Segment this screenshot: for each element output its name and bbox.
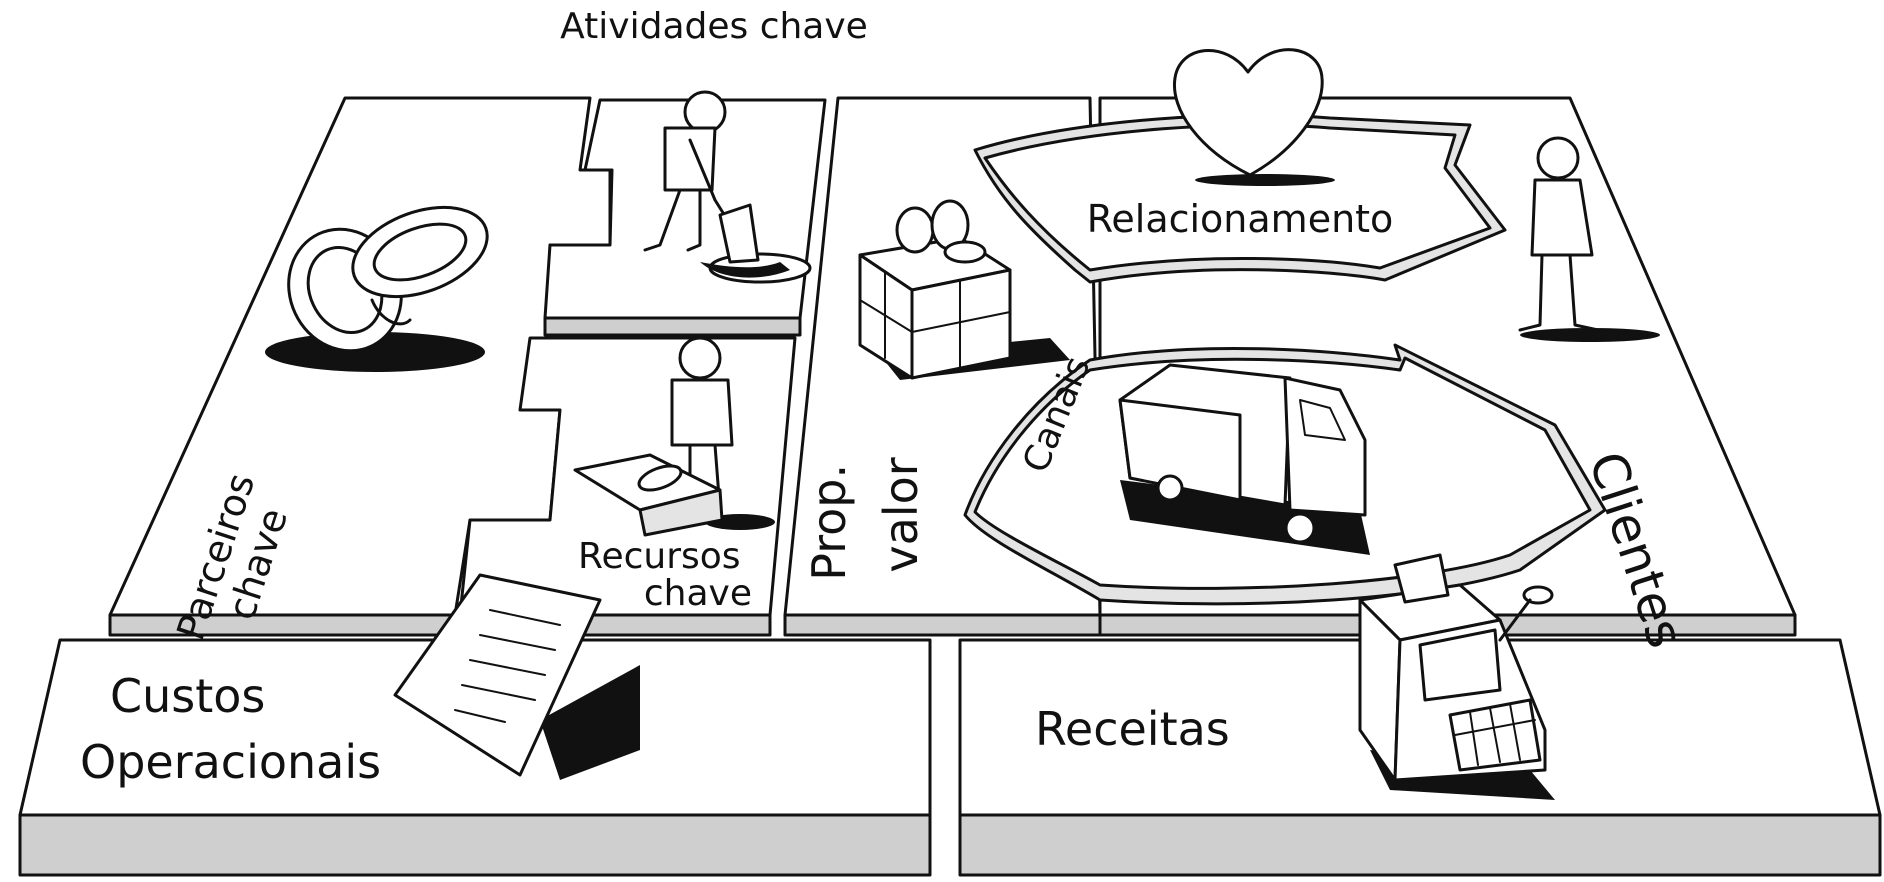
key-resources-label: Recursos chave <box>578 536 752 614</box>
value-proposition-label: Prop. valor <box>802 449 928 580</box>
person-with-package-icon <box>573 336 775 537</box>
gift-box-icon <box>858 199 1070 380</box>
interlocked-rings-icon <box>265 205 489 372</box>
standing-person-icon <box>1518 136 1660 342</box>
cash-register-icon <box>1358 553 1555 800</box>
relationship-arrow <box>973 113 1507 284</box>
heart-icon <box>1172 48 1335 186</box>
value-proposition-line1: Prop. <box>802 464 856 581</box>
document-icon <box>393 573 640 780</box>
key-activities-label: Atividades chave <box>560 6 868 47</box>
revenue-label: Receitas <box>1035 702 1230 756</box>
key-resources-line1: Recursos <box>578 536 741 577</box>
costs-line1: Custos <box>110 669 265 723</box>
digging-person-icon <box>643 90 812 284</box>
key-resources-line2: chave <box>644 573 752 614</box>
costs-label: Custos Operacionais <box>80 669 381 789</box>
costs-line2: Operacionais <box>80 735 381 789</box>
relationship-label: Relacionamento <box>1087 197 1394 241</box>
truck-icon <box>1118 363 1370 555</box>
value-proposition-line2: valor <box>874 457 928 572</box>
